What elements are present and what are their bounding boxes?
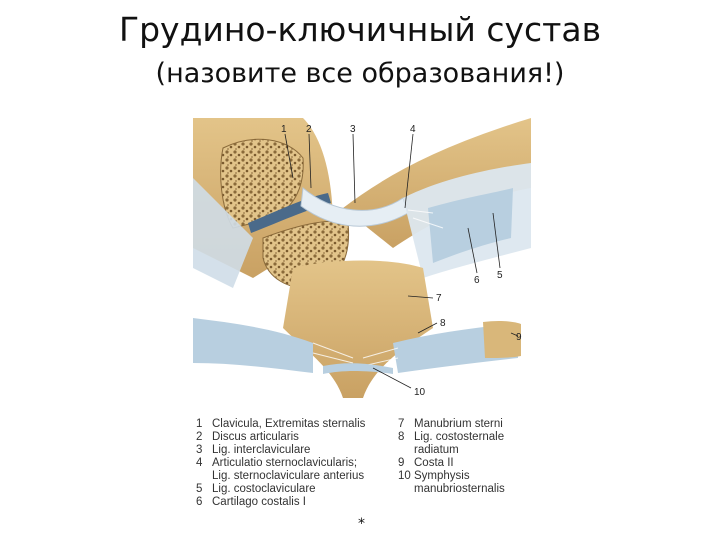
legend-row: 3 Lig. interclaviculare (196, 444, 386, 457)
legend-row: 4 Articulatio sternoclavicularis; (196, 457, 386, 470)
legend-number (398, 483, 414, 496)
legend-row: 2 Discus articularis (196, 431, 386, 444)
callout-4: 4 (410, 124, 416, 135)
legend-left: 1 Clavicula, Extremitas sternalis 2 Discus … (196, 418, 386, 509)
rib-2-shape (483, 320, 521, 358)
legend-row: 1 Clavicula, Extremitas sternalis (196, 418, 386, 431)
sternoclavicular-joint-drawing: 1 2 3 4 5 6 7 8 9 10 (193, 118, 531, 398)
legend-text: radiatum (414, 444, 459, 456)
left-cartilage-2-shape (193, 318, 313, 373)
legend-number: 9 (398, 457, 405, 469)
legend-text: Lig. interclaviculare (212, 444, 311, 456)
legend-number: 3 (196, 444, 203, 456)
footnote-asterisk: * (358, 516, 365, 532)
legend-row: manubriosternalis (398, 483, 528, 496)
legend-number: 10 (398, 470, 411, 482)
legend-text: Manubrium sterni (414, 418, 503, 430)
page-subtitle: (назовите все образования!) (155, 58, 565, 89)
callout-2: 2 (306, 124, 312, 135)
callout-9: 9 (516, 332, 522, 343)
callout-5: 5 (497, 270, 503, 281)
legend-row: Lig. sternoclaviculare anterius (196, 470, 386, 483)
legend-number: 6 (196, 496, 203, 508)
legend-text: Articulatio sternoclavicularis; (212, 457, 358, 469)
manubriosternal-symphysis-shape (323, 363, 393, 374)
legend-text: Costa II (414, 457, 454, 469)
legend-text: Symphysis (414, 470, 470, 482)
left-ligament-shape (193, 178, 253, 288)
legend-number: 4 (196, 457, 203, 469)
manubrium-shape (283, 260, 433, 398)
legend-text: Cartilago costalis I (212, 496, 306, 508)
legend-text: Lig. sternoclaviculare anterius (212, 470, 365, 482)
callout-7: 7 (436, 293, 442, 304)
clavicle-section (220, 138, 304, 229)
anatomy-illustration: 1 2 3 4 5 6 7 8 9 10 (193, 118, 531, 398)
callout-8: 8 (440, 318, 446, 329)
legend-number: 7 (398, 418, 405, 430)
callout-10: 10 (414, 387, 426, 398)
costal-cartilage-shape (428, 188, 513, 263)
legend-number: 2 (196, 431, 203, 443)
legend-text: Discus articularis (212, 431, 299, 443)
legend-text: Lig. costoclaviculare (212, 483, 316, 495)
callout-1: 1 (281, 124, 287, 135)
legend-row: radiatum (398, 444, 528, 457)
callout-6: 6 (474, 275, 480, 286)
legend-number: 5 (196, 483, 203, 495)
legend-number (196, 470, 212, 483)
legend-row: 9 Costa II (398, 457, 528, 470)
legend-number: 1 (196, 418, 203, 430)
legend-text: Clavicula, Extremitas sternalis (212, 418, 366, 430)
legend-text: manubriosternalis (414, 483, 505, 495)
legend-row: 6 Cartilago costalis I (196, 496, 386, 509)
legend-row: 7 Manubrium sterni (398, 418, 528, 431)
legend-row: 8 Lig. costosternale (398, 431, 528, 444)
legend-text: Lig. costosternale (414, 431, 505, 443)
legend-row: 5 Lig. costoclaviculare (196, 483, 386, 496)
callout-3: 3 (350, 124, 356, 135)
legend-number: 8 (398, 431, 405, 443)
legend-number (398, 444, 414, 457)
page-title: Грудино-ключичный сустав (118, 10, 602, 49)
